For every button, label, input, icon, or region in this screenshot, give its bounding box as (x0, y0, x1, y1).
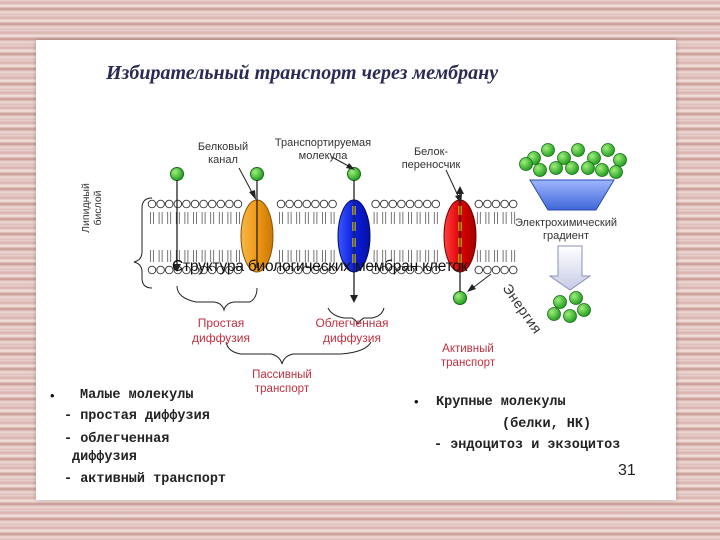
small-molecules-heading: Малые молекулы (80, 388, 194, 403)
molecule-icon (519, 157, 533, 171)
molecule-icon (569, 291, 583, 305)
facilitated-diffusion-label: Облегченная диффузия (315, 316, 389, 345)
slide: Энергия Избирательный транспорт через ме… (36, 40, 676, 500)
small-molecules-item: - простая диффузия (64, 409, 210, 424)
molecule-icon (609, 165, 623, 179)
facilitated-diffusion-brace (327, 307, 385, 326)
page-title: Избирательный транспорт через мембрану (106, 62, 499, 84)
molecule-icon (170, 167, 184, 181)
molecule-cluster-top (519, 143, 627, 179)
small-molecules-item: - активный транспорт (64, 472, 227, 487)
molecule-icon (553, 295, 567, 309)
bullet-icon: • (50, 388, 55, 403)
molecule-icon (577, 303, 591, 317)
gradient-high-concentration-bowl (529, 179, 615, 211)
membrane-diagram: Энергия (133, 143, 627, 365)
molecule-icon (563, 309, 577, 323)
energy-label: Энергия (500, 281, 546, 337)
lipid-bilayer-label: Липидный бислой (80, 183, 104, 233)
active-transport-label: Активный транспорт (440, 343, 496, 369)
simple-diffusion-brace (176, 285, 258, 312)
large-molecules-item: (белки, НК) (502, 417, 592, 432)
carrier-protein-label: Белок- переносчик (401, 146, 461, 171)
gradient-arrow (548, 245, 592, 291)
molecule-icon (581, 161, 595, 175)
molecule-icon (547, 307, 561, 321)
small-molecules-item: диффузия (72, 450, 137, 465)
molecule-icon (587, 151, 601, 165)
molecule-icon (565, 161, 579, 175)
molecule-icon (571, 143, 585, 157)
overlay-caption: Структура биологических мембран клеток (172, 258, 468, 275)
page-number: 31 (618, 462, 636, 479)
lipid-bilayer-brace (133, 197, 153, 289)
molecule-icon (533, 163, 547, 177)
bullet-icon: • (414, 394, 419, 409)
molecule-icon (250, 167, 264, 181)
electrochemical-gradient-label: Электрохимический градиент (515, 217, 617, 242)
large-molecules-item: - эндоцитоз и экзоцитоз (434, 438, 621, 453)
molecule-cluster-bottom (547, 291, 591, 323)
large-molecules-heading: Крупные молекулы (436, 395, 566, 410)
transported-molecule-label: Транспортируемая молекула (274, 137, 372, 162)
passive-transport-brace (225, 341, 372, 365)
molecule-icon (453, 291, 467, 305)
simple-diffusion-label: Простая диффузия (191, 316, 251, 345)
molecule-icon (613, 153, 627, 167)
molecule-icon (601, 143, 615, 157)
molecule-icon (549, 161, 563, 175)
lipid-bilayer (147, 199, 518, 275)
molecule-icon (595, 163, 609, 177)
molecule-icon (557, 151, 571, 165)
small-molecules-item: - облегченная (64, 432, 170, 447)
molecule-icon (541, 143, 555, 157)
protein-channel-label: Белковый канал (197, 141, 249, 166)
passive-transport-label: Пассивный транспорт (252, 369, 312, 395)
